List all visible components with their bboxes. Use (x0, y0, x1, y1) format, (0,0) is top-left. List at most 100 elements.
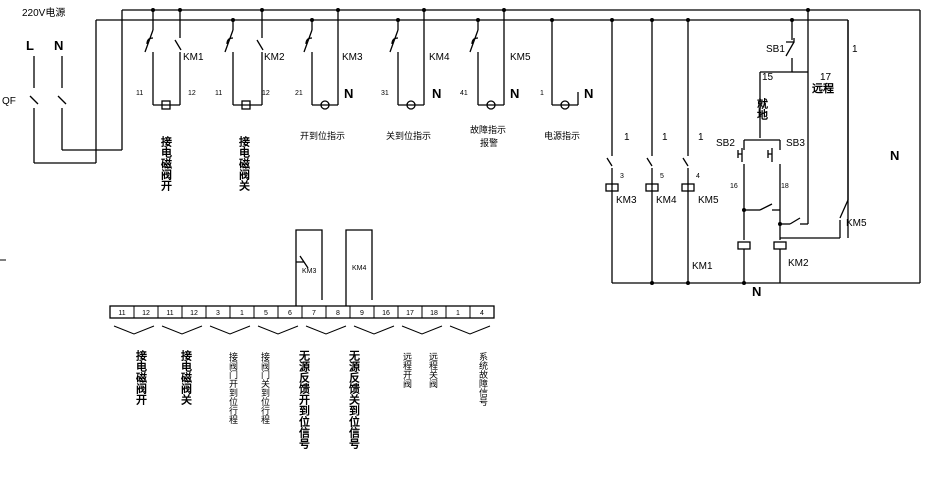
relay-5: 5 (660, 173, 664, 180)
terminal-cell-3: 11 (166, 310, 173, 317)
n-label-km4: N (432, 86, 441, 101)
terminal-cell-9: 7 (312, 310, 316, 317)
terminal-18: 18 (781, 183, 789, 190)
terminal-11b-label: 11 (215, 90, 222, 97)
relay-1b: 1 (662, 132, 668, 143)
terminal-12-label: 12 (188, 90, 196, 97)
terminal-bracket-6 (353, 325, 395, 335)
relay-section: 1 1 1 3 5 4 KM3 KM4 KM5 KM1 N N SB1 1 15… (605, 8, 899, 299)
km5-contact-label: KM5 (510, 52, 531, 63)
caption-bottom-3: 接阀门开到位行程 (227, 351, 238, 425)
n-bottom-label: N (752, 284, 761, 299)
caption-power-lamp: 电源指示 (544, 130, 580, 142)
terminal-strip: 11 12 11 12 3 1 5 6 7 8 9 16 17 18 1 4 (109, 305, 495, 335)
caption-bottom-4: 接阀门关到位行程 (259, 351, 270, 425)
top-captions: 接电磁阀开 接电磁阀关 开到位指示 关到位指示 故障指示 报警 电源指示 (160, 124, 581, 192)
caption-bottom-9: 系统故障信号 (477, 352, 488, 407)
terminal-1-label: 1 (540, 90, 544, 97)
power-lamp-circuit: 1 N (540, 18, 593, 110)
coil-km1-label: KM1 (692, 261, 713, 272)
feedback-km4-label: KM4 (352, 265, 367, 272)
local-label: 就地 (756, 97, 769, 120)
valve-close-circuit: KM2 11 12 (215, 8, 285, 110)
terminal-cell-12: 16 (382, 310, 390, 317)
terminal-cell-4: 12 (190, 310, 198, 317)
terminal-11-label: 11 (136, 90, 143, 97)
open-lamp-circuit: KM3 N 21 (295, 8, 363, 110)
km4-contact-label: KM4 (429, 52, 450, 63)
terminal-cell-6: 1 (240, 310, 244, 317)
km5-right-label: KM5 (846, 218, 867, 229)
terminal-cell-10: 8 (336, 310, 340, 317)
caption-fault-lamp-2: 报警 (480, 137, 498, 149)
supply-title: 220V电源 (22, 6, 65, 19)
terminal-bracket-8 (449, 325, 491, 335)
remote-label: 远程 (812, 81, 834, 95)
coil-km2-label: KM2 (788, 258, 809, 269)
caption-bottom-6: 无源反馈关到位信号 (348, 350, 362, 450)
terminal-bracket-4 (257, 325, 299, 335)
line-N-label: N (54, 38, 63, 53)
terminal-21-label: 21 (295, 90, 303, 97)
sb1-label: SB1 (766, 44, 785, 55)
caption-bottom-1: 接电磁阀开 (135, 349, 148, 406)
relay-3: 3 (620, 173, 624, 180)
terminal-cell-8: 6 (288, 310, 292, 317)
terminal-41-label: 41 (460, 90, 468, 97)
terminal-bracket-7 (401, 325, 443, 335)
terminal-bracket-3 (209, 325, 251, 335)
caption-bottom-2: 接电磁阀关 (180, 349, 193, 406)
feedback-contacts: KM3 KM4 (295, 229, 373, 306)
terminal-cell-13: 17 (406, 310, 414, 317)
terminal-cell-15: 1 (456, 310, 460, 317)
caption-close-lamp: 关到位指示 (386, 130, 431, 142)
close-lamp-circuit: KM4 N 31 (381, 8, 450, 110)
sb2-label: SB2 (716, 138, 735, 149)
terminal-15: 15 (762, 72, 774, 83)
caption-bottom-8: 远程关阀 (427, 352, 438, 389)
km3-contact-label: KM3 (342, 52, 363, 63)
sb3-label: SB3 (786, 138, 805, 149)
power-supply: 220V电源 L N QF (0, 6, 921, 284)
relay-1a: 1 (624, 132, 630, 143)
terminal-bracket-1 (113, 325, 155, 335)
terminal-bracket-2 (161, 325, 203, 335)
terminal-16: 16 (730, 183, 738, 190)
terminal-cell-7: 5 (264, 310, 268, 317)
caption-open-valve: 接电磁阀开 (160, 135, 173, 192)
terminal-cell-14: 18 (430, 310, 438, 317)
relay-1c: 1 (698, 132, 704, 143)
caption-bottom-5: 无源反馈开到位信号 (298, 350, 312, 450)
terminal-bracket-5 (305, 325, 347, 335)
coil-km5-label: KM5 (698, 195, 719, 206)
terminal-cell-5: 3 (216, 310, 220, 317)
km1-contact-label: KM1 (183, 52, 204, 63)
feedback-km3-label: KM3 (302, 268, 317, 275)
terminal-12b-label: 12 (262, 90, 270, 97)
sb1-terminal-1: 1 (852, 44, 858, 55)
coil-km3-label: KM3 (616, 195, 637, 206)
terminal-cell-16: 4 (480, 310, 484, 317)
terminal-cell-1: 11 (118, 310, 125, 317)
qf-label: QF (2, 96, 16, 107)
coil-km4-label: KM4 (656, 195, 677, 206)
valve-open-circuit: KM1 11 12 (136, 8, 204, 110)
caption-bottom-7: 远程开阀 (401, 352, 412, 389)
caption-fault-lamp-1: 故障指示 (470, 124, 506, 136)
fault-lamp-circuit: KM5 N 41 (460, 8, 531, 110)
n-label-km3: N (344, 86, 353, 101)
n-label-km5: N (510, 86, 519, 101)
km2-contact-label: KM2 (264, 52, 285, 63)
terminal-cell-2: 12 (142, 310, 150, 317)
terminal-cell-11: 9 (360, 310, 364, 317)
line-L-label: L (26, 38, 34, 53)
terminal-17: 17 (820, 72, 832, 83)
relay-4: 4 (696, 173, 700, 180)
caption-open-lamp: 开到位指示 (300, 130, 345, 142)
bottom-captions: 接电磁阀开 接电磁阀关 接阀门开到位行程 接阀门关到位行程 无源反馈开到位信号 … (135, 349, 488, 450)
caption-close-valve: 接电磁阀关 (238, 135, 251, 192)
n-label-power: N (584, 86, 593, 101)
n-right-label: N (890, 148, 899, 163)
terminal-31-label: 31 (381, 90, 389, 97)
